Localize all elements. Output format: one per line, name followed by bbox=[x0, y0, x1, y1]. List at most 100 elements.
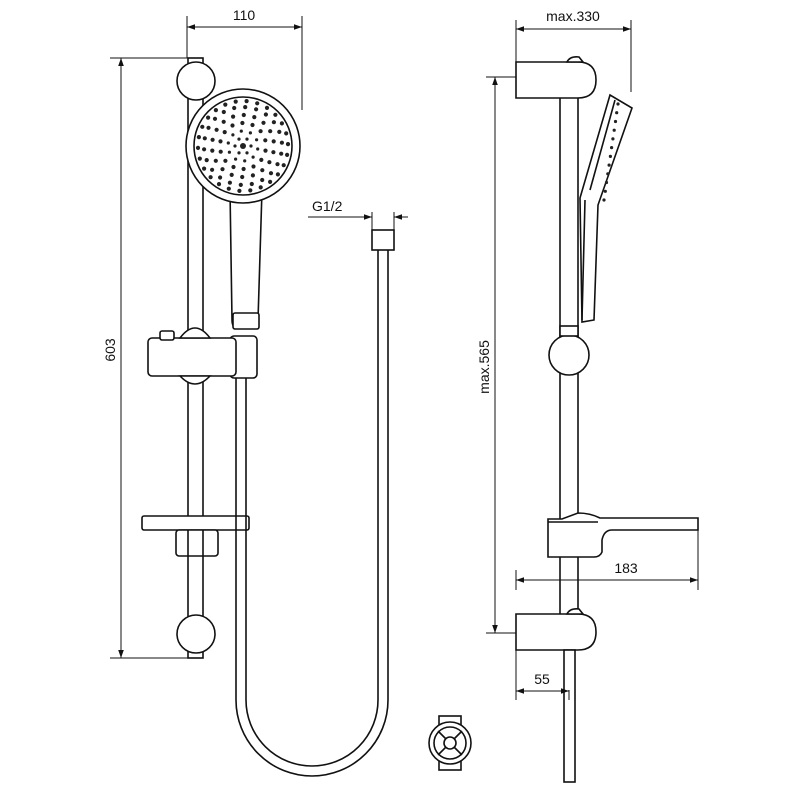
nozzle-dot bbox=[267, 160, 272, 165]
nozzle-dot bbox=[251, 164, 256, 169]
nozzle-dot bbox=[281, 163, 286, 168]
nozzle-dot bbox=[275, 172, 280, 177]
wall-outlet-valve bbox=[428, 715, 472, 771]
dimension-max330: max.330 bbox=[515, 8, 632, 92]
nozzle-dot bbox=[206, 115, 211, 120]
side-view: max.330 max.565 bbox=[476, 8, 699, 783]
nozzle-dot bbox=[250, 122, 255, 128]
side-nozzle-dot bbox=[606, 172, 610, 176]
dimension-max565: max.565 bbox=[476, 76, 540, 634]
nozzle-dot bbox=[221, 109, 226, 115]
nozzle-dot bbox=[255, 101, 260, 106]
dimension-label-55: 55 bbox=[534, 671, 550, 687]
nozzle-dot bbox=[196, 135, 201, 140]
nozzle-dot bbox=[264, 105, 270, 110]
nozzle-dot bbox=[273, 112, 278, 117]
shower-holder-slider bbox=[147, 327, 258, 385]
nozzle-dot bbox=[268, 129, 273, 134]
nozzle-dot bbox=[249, 181, 254, 187]
nozzle-dot bbox=[214, 127, 219, 132]
nozzle-dot bbox=[206, 125, 211, 130]
nozzle-dot bbox=[275, 162, 280, 167]
nozzle-dot bbox=[285, 142, 291, 147]
nozzle-dot bbox=[271, 139, 276, 144]
side-nozzle-dot bbox=[610, 146, 614, 150]
side-nozzle-dot bbox=[602, 198, 606, 202]
hand-shower-side bbox=[579, 93, 633, 323]
nozzle-dot bbox=[195, 145, 201, 150]
nozzle-dot bbox=[284, 131, 289, 136]
top-wall-bracket-side bbox=[515, 56, 597, 99]
nozzle-dot bbox=[227, 180, 232, 185]
shower-hose bbox=[235, 250, 389, 777]
nozzle-dot bbox=[260, 177, 265, 183]
soap-dish bbox=[141, 515, 250, 557]
side-nozzle-dot bbox=[611, 137, 615, 141]
nozzle-dot bbox=[279, 121, 284, 126]
nozzle-dot bbox=[223, 158, 228, 163]
nozzle-dot bbox=[240, 120, 245, 126]
nozzle-dot bbox=[254, 107, 259, 112]
hand-shower bbox=[185, 88, 301, 330]
nozzle-dot bbox=[244, 99, 249, 104]
dimension-label-max330: max.330 bbox=[546, 8, 600, 24]
dimension-label-g12: G1/2 bbox=[312, 198, 343, 214]
nozzle-dot bbox=[221, 119, 226, 124]
hose-side bbox=[563, 649, 576, 783]
nozzle-dot bbox=[202, 136, 207, 141]
nozzle-dot bbox=[218, 149, 223, 154]
nozzle-dot bbox=[237, 188, 242, 193]
nozzle-dot bbox=[213, 158, 218, 163]
nozzle-dot bbox=[210, 148, 215, 153]
nozzle-dot bbox=[258, 129, 263, 134]
nozzle-dot bbox=[233, 144, 237, 148]
nozzle-dot bbox=[231, 114, 236, 119]
nozzle-dot bbox=[226, 186, 231, 191]
dimension-55: 55 bbox=[515, 650, 570, 700]
nozzle-dot bbox=[210, 167, 215, 172]
side-nozzle-dot bbox=[612, 128, 616, 132]
holder-ball-side bbox=[548, 334, 590, 376]
nozzle-dot bbox=[279, 140, 284, 145]
nozzle-dot bbox=[248, 131, 252, 135]
nozzle-dot bbox=[222, 130, 227, 135]
side-nozzle-dot bbox=[616, 102, 620, 106]
nozzle-dot bbox=[237, 137, 241, 141]
nozzle-dot bbox=[243, 105, 248, 110]
nozzle-dot bbox=[251, 155, 255, 159]
nozzle-dot bbox=[268, 179, 273, 184]
hand-shower-handle-end bbox=[232, 312, 260, 330]
dimension-110: 110 bbox=[186, 7, 303, 110]
nozzle-dot bbox=[258, 185, 263, 190]
nozzle-dot bbox=[263, 138, 268, 143]
nozzle-dot bbox=[220, 167, 225, 172]
nozzle-dot bbox=[216, 182, 222, 187]
side-nozzle-dot bbox=[608, 154, 613, 158]
nozzle-dot bbox=[226, 141, 230, 145]
nozzle-dot bbox=[237, 151, 241, 155]
holder-neck-side bbox=[559, 325, 579, 337]
nozzle-dot bbox=[218, 175, 223, 180]
nozzle-dot bbox=[208, 175, 213, 180]
top-wall-bracket bbox=[176, 61, 216, 101]
nozzle-dot bbox=[202, 166, 207, 171]
nozzle-dot bbox=[260, 168, 265, 173]
nozzle-dot bbox=[279, 151, 284, 156]
nozzle-dot bbox=[200, 124, 205, 129]
nozzle-dot bbox=[268, 171, 274, 176]
nozzle-dot bbox=[239, 129, 243, 133]
nozzle-dot bbox=[238, 182, 243, 187]
nozzle-dot bbox=[213, 108, 218, 113]
nozzle-dot bbox=[241, 166, 246, 172]
nozzle-dot bbox=[263, 112, 268, 117]
nozzle-dot bbox=[240, 174, 245, 180]
nozzle-dot bbox=[255, 138, 259, 142]
nozzle-center bbox=[240, 143, 246, 149]
nozzle-dot bbox=[230, 123, 235, 128]
nozzle-dot bbox=[249, 144, 253, 148]
nozzle-dot bbox=[232, 105, 237, 111]
side-nozzle-dot bbox=[603, 189, 607, 193]
nozzle-dot bbox=[231, 133, 235, 137]
nozzle-dot bbox=[229, 172, 234, 177]
